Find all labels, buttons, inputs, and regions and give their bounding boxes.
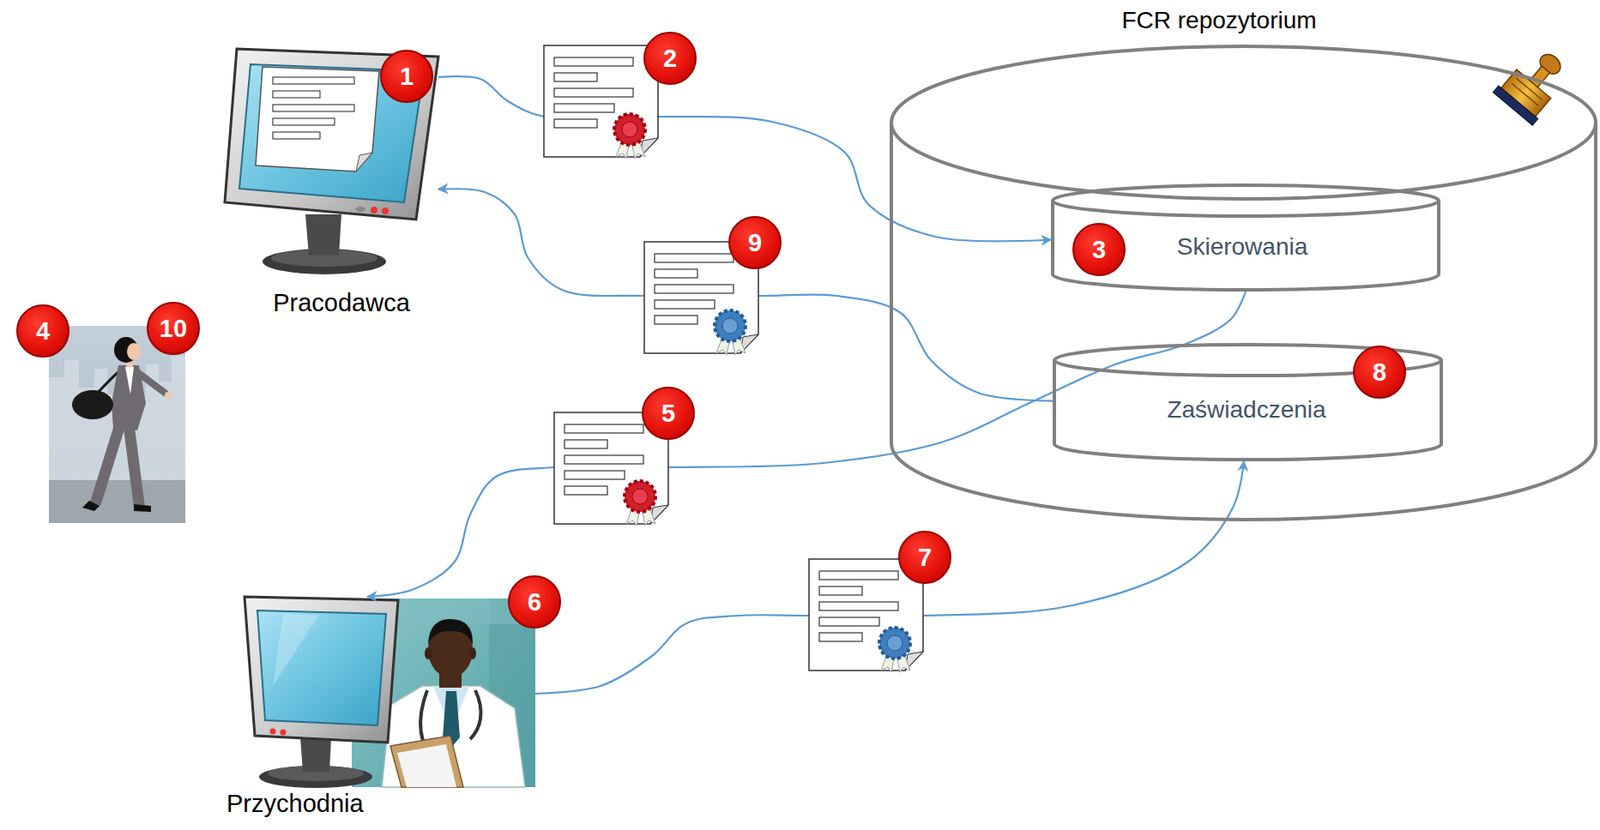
employee-picture (128, 424, 139, 505)
node-label: Przychodnia (226, 790, 364, 819)
callout-number: 4 (16, 304, 70, 358)
employer-monitor (272, 77, 355, 85)
flow-arrow (438, 188, 1053, 401)
employee-picture (48, 356, 186, 481)
document-icon (624, 481, 656, 513)
employer-monitor (305, 214, 342, 256)
database-label: Zaświadczenia (1166, 396, 1326, 424)
employee-picture (137, 372, 165, 393)
node-label: Pracodawca (272, 289, 411, 318)
clinic-node: Przychodnia (205, 597, 536, 828)
doctor-picture (428, 619, 473, 646)
employer-monitor (370, 206, 378, 214)
flow-arrow (535, 461, 1244, 695)
clinic-monitor (280, 730, 287, 737)
employee-picture (48, 326, 186, 524)
employer-monitor (224, 48, 439, 220)
clinic-monitor (244, 597, 399, 789)
employer-monitor (356, 152, 373, 172)
stamp-icon (1492, 41, 1576, 126)
employer-monitor (272, 118, 335, 126)
employer-monitor (272, 90, 320, 98)
flow-arrow (438, 76, 1051, 242)
document-icon (543, 45, 659, 159)
callout-number: 2 (643, 31, 697, 85)
doctor-picture (381, 686, 526, 788)
callout-number: 3 (1072, 223, 1126, 277)
employee-picture (82, 501, 100, 512)
document-icon (614, 114, 646, 145)
document-icon (879, 627, 911, 659)
stamp-icon (1492, 85, 1538, 126)
repository-cylinder: FCR repozytoriumSkierowaniaZaświadczenia (889, 3, 1598, 522)
callout-number: 10 (146, 301, 200, 356)
cylinder-top (891, 46, 1596, 200)
document-icon (543, 45, 659, 159)
employer-monitor (381, 207, 389, 215)
callout-number: 1 (380, 49, 434, 103)
clinic-monitor (272, 614, 320, 687)
database-label: Skierowania (1177, 233, 1309, 261)
employer-monitor (272, 104, 355, 112)
cylinder-top (1052, 185, 1439, 217)
document-icon (632, 489, 648, 505)
employee-picture (72, 390, 114, 420)
doctor-picture (469, 647, 477, 660)
employer-monitor (355, 206, 366, 212)
employee-picture (48, 326, 186, 524)
node-outline (889, 3, 1598, 522)
clinic-monitor (300, 737, 332, 773)
doctor-picture (397, 744, 457, 788)
document-icon (621, 121, 638, 138)
employee-picture (126, 343, 141, 361)
employer-monitor (255, 66, 380, 172)
cylinder-body (891, 122, 1596, 520)
document-icon (722, 318, 738, 334)
flow-arrow (367, 291, 1246, 598)
callout-number: 6 (507, 575, 562, 629)
employer-monitor (224, 48, 439, 275)
doctor-picture (424, 647, 432, 660)
callout-number: 7 (898, 531, 952, 585)
employee-picture (133, 504, 151, 513)
employee-picture (164, 392, 172, 399)
repository-title: FCR repozytorium (1121, 6, 1317, 35)
employer-monitor (272, 132, 320, 139)
employee-picture (96, 424, 121, 502)
employee-picture (48, 480, 186, 524)
cylinder-body (1052, 200, 1439, 290)
callout-number: 9 (728, 216, 782, 270)
clinic-monitor (257, 610, 387, 726)
doctor-picture (470, 690, 482, 740)
clinic-monitor (244, 597, 399, 743)
document-icon (714, 310, 746, 342)
callout-number: 5 (641, 386, 695, 441)
employee-picture (125, 367, 134, 395)
doctor-picture (390, 736, 464, 788)
document-icon (887, 635, 903, 652)
callout-number: 8 (1352, 345, 1407, 399)
clinic-monitor (270, 729, 277, 736)
